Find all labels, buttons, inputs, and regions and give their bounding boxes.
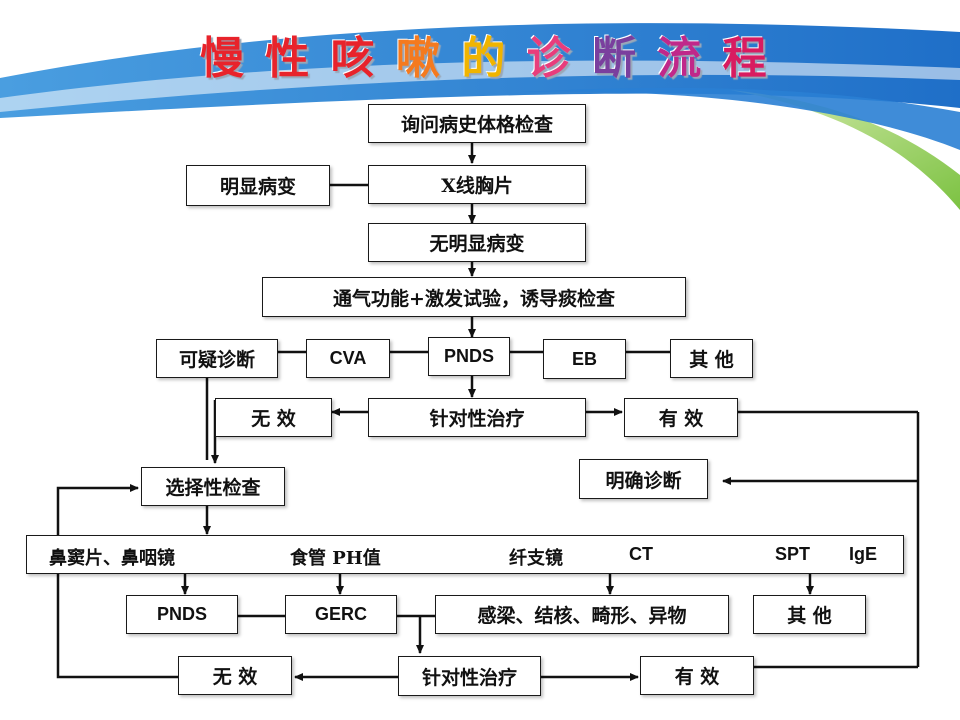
node-others-2: 其 他 <box>753 595 866 634</box>
node-effective-2: 有 效 <box>640 656 754 695</box>
node-eb: EB <box>543 339 626 379</box>
title-char: 咳 <box>330 33 378 84</box>
node-history: 询问病史体格检查 <box>368 104 586 143</box>
node-xray: X线胸片 <box>368 165 586 204</box>
page-title: 慢 性 咳 嗽 的 诊 断 流 程 <box>200 22 770 86</box>
title-char: 的 <box>461 33 509 84</box>
node-suspect-diagnosis: 可疑诊断 <box>156 339 278 378</box>
title-char: 慢 <box>200 33 247 84</box>
loop-invalid2-select <box>56 484 178 679</box>
node-invalid-1: 无 效 <box>215 398 332 437</box>
node-selective-exam: 选择性检查 <box>141 467 285 506</box>
exam-ct: CT <box>629 544 653 564</box>
node-treatment-2: 针对性治疗 <box>398 656 541 696</box>
exam-fiberscope: 纤支镜 <box>509 548 563 569</box>
node-infection-etc: 感梁、结核、畸形、异物 <box>435 595 729 634</box>
node-pnds-1: PNDS <box>428 337 510 376</box>
title-char: 断 <box>591 33 639 84</box>
title-char: 性 <box>265 33 313 84</box>
node-exam-list: 鼻窦片、鼻咽镜 食管 PH值 纤支镜 CT SPT IgE <box>26 535 904 574</box>
node-pnds-2: PNDS <box>126 595 238 634</box>
node-others-1: 其 他 <box>670 339 753 378</box>
node-effective-1: 有 效 <box>624 398 738 437</box>
node-invalid-2: 无 效 <box>178 656 292 695</box>
node-confirmed-diagnosis: 明确诊断 <box>579 459 708 499</box>
exam-ige: IgE <box>849 544 878 564</box>
exam-sinus: 鼻窦片、鼻咽镜 <box>49 548 175 569</box>
node-ventilation-test: 通气功能+激发试验，诱导痰检查 <box>262 277 686 317</box>
title-char: 诊 <box>526 33 574 84</box>
title-char: 程 <box>722 33 770 84</box>
node-no-obvious-lesion: 无明显病变 <box>368 223 586 262</box>
node-gerc: GERC <box>285 595 397 634</box>
node-treatment-1: 针对性治疗 <box>368 398 586 437</box>
exam-ph: 食管 PH值 <box>290 548 381 569</box>
node-obvious-lesion: 明显病变 <box>186 165 330 206</box>
title-char: 流 <box>657 33 705 84</box>
title-char: 嗽 <box>395 33 443 84</box>
node-cva: CVA <box>306 339 390 378</box>
exam-spt: SPT <box>775 544 811 564</box>
